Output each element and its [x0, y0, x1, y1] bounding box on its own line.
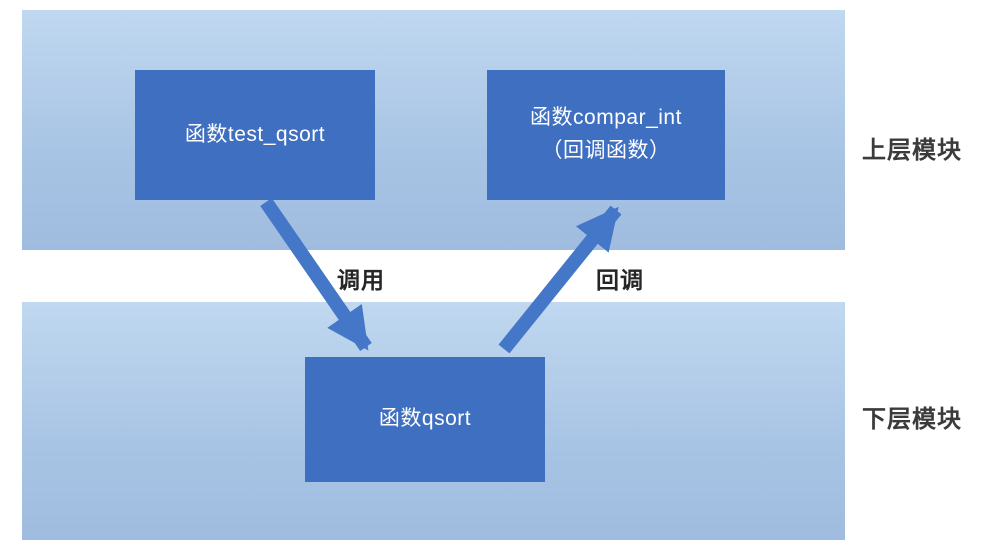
upper-layer-label: 上层模块: [862, 137, 962, 164]
node-compar-int: 函数compar_int （回调函数）: [487, 70, 725, 200]
lower-layer-label: 下层模块: [862, 406, 962, 433]
call-arrow-label: 调用: [337, 267, 385, 293]
node-test-qsort: 函数test_qsort: [135, 70, 375, 200]
node-qsort: 函数qsort: [305, 357, 545, 482]
node-compar-int-label-line1: 函数compar_int: [530, 106, 682, 130]
node-compar-int-label-line2: （回调函数）: [541, 139, 671, 162]
node-qsort-label: 函数qsort: [378, 407, 472, 431]
callback-arrow-label: 回调: [596, 267, 644, 293]
node-test-qsort-label: 函数test_qsort: [184, 122, 326, 146]
